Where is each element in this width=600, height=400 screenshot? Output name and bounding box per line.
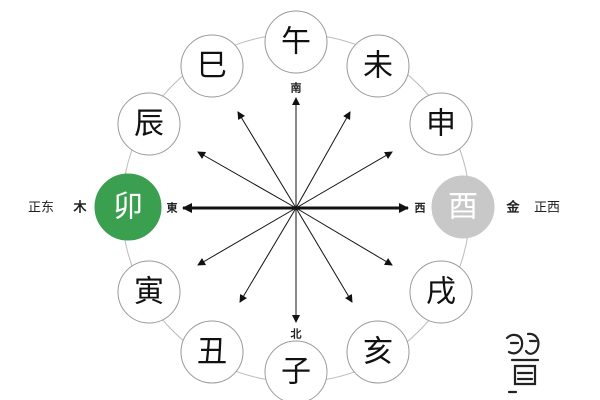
seal-icon <box>505 332 540 394</box>
branch-chen-label: 辰 <box>134 107 164 142</box>
arrow-si <box>237 111 297 209</box>
arrow-yin <box>197 207 297 266</box>
branch-you: 酉 <box>431 175 495 239</box>
branch-chou: 丑 <box>180 320 244 384</box>
branch-chen-circle <box>117 92 181 156</box>
branch-chou-circle <box>180 320 244 384</box>
branch-wu-label: 午 <box>281 25 311 60</box>
direction-east: 東 <box>167 201 179 215</box>
branch-yin-circle <box>117 260 181 324</box>
branch-shen: 申 <box>409 92 473 156</box>
branch-si-circle <box>180 34 244 98</box>
branch-shen-label: 申 <box>426 107 456 142</box>
arrow-hai <box>295 207 353 303</box>
direction-west: 西 <box>415 202 426 215</box>
branch-si: 巳 <box>180 34 244 98</box>
branch-mao: 卯 <box>94 173 162 241</box>
branch-chou-label: 丑 <box>197 335 227 370</box>
branch-yin-label: 寅 <box>134 275 164 310</box>
branch-you-circle <box>431 175 495 239</box>
arrow-shen <box>295 151 393 209</box>
arrow-chou <box>239 207 297 303</box>
branch-hai-circle <box>346 320 410 384</box>
branch-chen: 辰 <box>117 92 181 156</box>
branch-shen-circle <box>409 92 473 156</box>
branch-zi-circle <box>264 340 328 400</box>
element-metal: 金 <box>505 200 520 216</box>
branch-xu-circle <box>409 260 473 324</box>
branch-zi: 子 <box>264 340 328 400</box>
branch-xu: 戌 <box>409 260 473 324</box>
direction-south: 南 <box>291 81 302 95</box>
branch-zi-label: 子 <box>281 355 311 390</box>
arrow-xu <box>295 207 393 266</box>
branch-wei-label: 未 <box>363 49 393 84</box>
arrow-chen <box>197 151 297 209</box>
branch-you-label: 酉 <box>448 190 478 225</box>
branch-wei: 未 <box>346 34 410 98</box>
arrow-wei <box>295 111 351 209</box>
branch-wu: 午 <box>264 10 328 74</box>
element-wood: 木 <box>72 200 87 216</box>
branch-hai: 亥 <box>346 320 410 384</box>
side-due-west: 正西 <box>534 201 560 216</box>
arrows-group <box>197 97 393 323</box>
branch-hai-label: 亥 <box>363 335 393 370</box>
branch-wu-circle <box>264 10 328 74</box>
side-due-east: 正东 <box>28 201 54 216</box>
branch-mao-circle <box>94 173 162 241</box>
branch-si-label: 巳 <box>197 49 227 84</box>
branch-wei-circle <box>346 34 410 98</box>
branch-yin: 寅 <box>117 260 181 324</box>
branch-mao-label: 卯 <box>113 190 143 225</box>
branch-xu-label: 戌 <box>426 275 456 310</box>
direction-north: 北 <box>291 327 302 341</box>
